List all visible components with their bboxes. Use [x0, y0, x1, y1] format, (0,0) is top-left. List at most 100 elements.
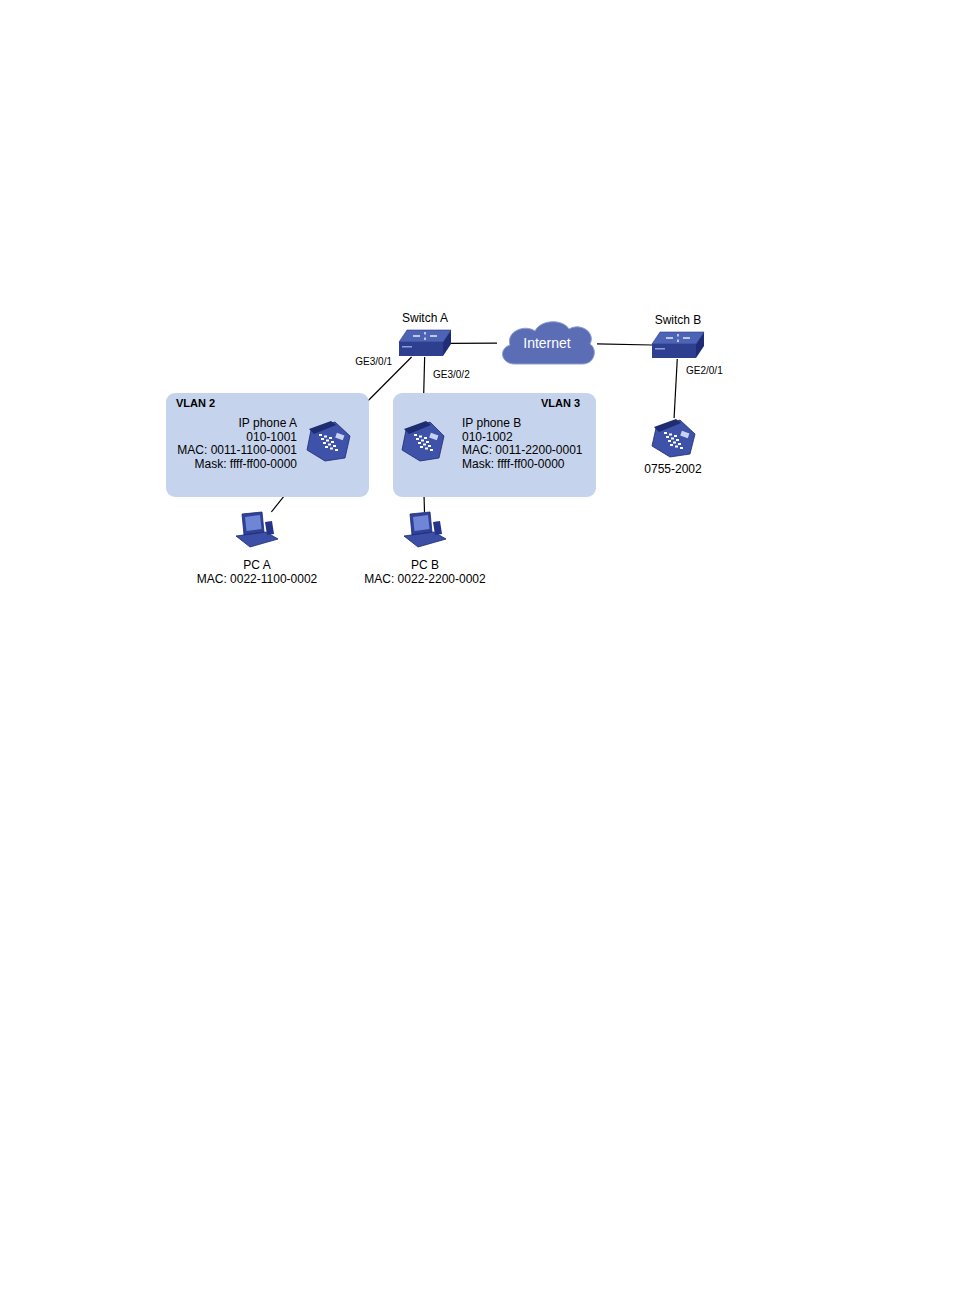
pc-icon	[400, 512, 450, 548]
phone-display	[680, 431, 689, 438]
phone-handset	[404, 421, 431, 434]
node-detail: 010-1001	[177, 431, 297, 445]
phone-body	[652, 420, 695, 457]
switch-icon	[399, 330, 451, 357]
ip-phone-node: IP phone B010-1002MAC: 0011-2200-0001Mas…	[400, 420, 445, 462]
phone-key	[673, 442, 676, 444]
phone-key	[680, 447, 683, 449]
node-title: 0755-2002	[644, 463, 701, 477]
switch-mark	[402, 346, 412, 348]
text-block: VLAN 2	[176, 397, 215, 411]
phone-key	[671, 438, 674, 440]
switch-side	[696, 332, 704, 358]
phone-key	[421, 440, 424, 442]
text-block: Internet	[523, 335, 570, 351]
switch-mark	[655, 348, 665, 350]
switch-top	[652, 332, 704, 344]
switch-arrow	[424, 338, 425, 341]
phone-key	[330, 448, 333, 450]
pc-node: PC BMAC: 0022-2200-0002	[400, 512, 450, 548]
switch-front	[652, 344, 696, 358]
phone-key	[668, 440, 671, 442]
pc-tower	[265, 521, 274, 535]
phone-key	[321, 438, 324, 440]
phone-key	[664, 432, 667, 434]
network-link	[451, 343, 497, 344]
phone-key	[323, 442, 326, 444]
text-block: VLAN 3	[541, 397, 580, 411]
phone-body	[402, 422, 444, 461]
phone-key	[425, 448, 428, 450]
node-detail: 010-1002	[462, 431, 583, 445]
vlan-band: VLAN 3 IP phone B010-1002MAC: 0011-2200-0…	[393, 393, 596, 497]
phone-key	[419, 436, 422, 438]
phone-key	[669, 434, 672, 436]
phone-handset	[654, 419, 681, 432]
ip-phone-icon	[305, 420, 351, 462]
phone-display	[429, 433, 438, 440]
phone-key	[423, 444, 426, 446]
pc-monitor	[242, 512, 264, 535]
switch-icon	[652, 332, 704, 359]
switch-arrow	[424, 332, 425, 335]
phone-display	[335, 433, 344, 440]
phone-key	[319, 434, 322, 436]
phone-key	[420, 446, 423, 448]
node-title: PC B	[364, 559, 485, 573]
switch-arrow	[677, 340, 678, 343]
phone-key	[324, 436, 327, 438]
text-block: 0755-2002	[644, 463, 701, 477]
switch-top	[399, 330, 451, 342]
switch-arrow	[677, 334, 678, 337]
network-link	[597, 344, 652, 345]
node-detail: MAC: 0011-1100-0001	[177, 444, 297, 458]
internet-cloud: Internet	[497, 318, 597, 368]
phone-key	[430, 449, 433, 451]
pc-screen	[413, 515, 430, 531]
switch-node: Switch A	[399, 330, 451, 357]
switch-arrow	[666, 337, 673, 338]
phone-key	[325, 446, 328, 448]
phone-key	[426, 441, 429, 443]
node-title: VLAN 3	[541, 397, 580, 411]
phone-key	[331, 441, 334, 443]
phone-key	[674, 435, 677, 437]
text-block: Switch A	[402, 312, 448, 326]
phone-handset	[309, 421, 336, 434]
text-block: IP phone B010-1002MAC: 0011-2200-0001Mas…	[462, 417, 583, 471]
pc-tower	[433, 521, 442, 535]
node-title: PC A	[197, 559, 318, 573]
node-title: Switch B	[655, 314, 702, 328]
node-detail: MAC: 0022-2200-0002	[364, 573, 485, 587]
text-block: PC AMAC: 0022-1100-0002	[197, 559, 318, 586]
node-title: VLAN 2	[176, 397, 215, 411]
network-link	[674, 359, 677, 418]
port-label: GE3/0/2	[432, 369, 471, 381]
ip-phone-icon	[400, 420, 445, 462]
phone-key	[418, 442, 421, 444]
switch-front	[399, 342, 443, 356]
switch-arrow	[430, 335, 437, 336]
node-detail: Mask: ffff-ff00-0000	[177, 458, 297, 472]
phone-key	[670, 444, 673, 446]
phone-key	[333, 445, 336, 447]
switch-arrow	[683, 337, 690, 338]
phone-key	[414, 434, 417, 436]
phone-key	[424, 437, 427, 439]
phone-key	[676, 439, 679, 441]
pc-node: PC AMAC: 0022-1100-0002	[232, 512, 282, 548]
phone-key	[335, 449, 338, 451]
ip-phone-node: 0755-2002	[650, 418, 696, 458]
port-label: GE2/0/1	[685, 365, 724, 377]
switch-arrow	[413, 335, 420, 336]
node-detail: MAC: 0022-1100-0002	[197, 573, 318, 587]
text-block: IP phone A010-1001MAC: 0011-1100-0001Mas…	[177, 417, 297, 471]
node-detail: Mask: ffff-ff00-0000	[462, 458, 583, 472]
node-detail: MAC: 0011-2200-0001	[462, 444, 583, 458]
cloud-outline	[503, 322, 595, 364]
text-block: PC BMAC: 0022-2200-0002	[364, 559, 485, 586]
phone-key	[678, 443, 681, 445]
phone-key	[328, 444, 331, 446]
